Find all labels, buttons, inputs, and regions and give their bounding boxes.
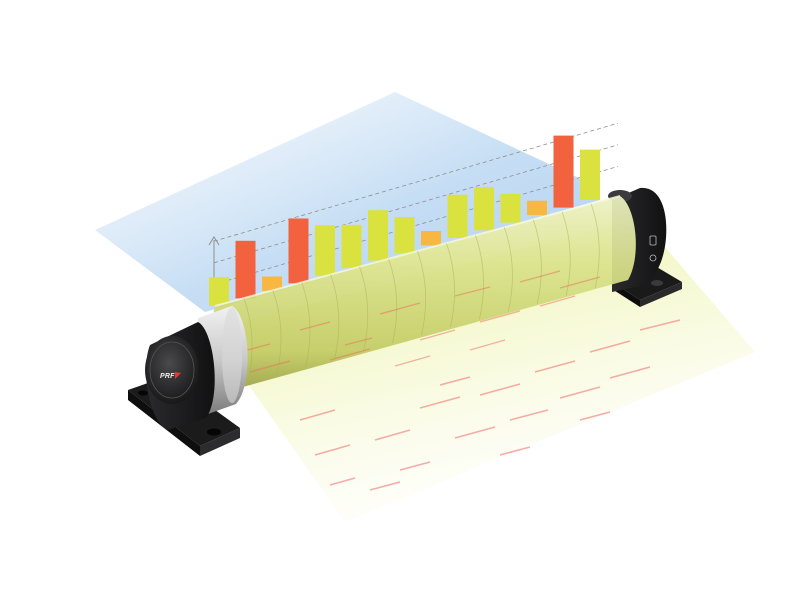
chart-bar xyxy=(262,276,282,291)
floor-defect-line xyxy=(299,409,336,421)
brand-logo: PRF xyxy=(160,372,181,380)
floor-defect-line xyxy=(454,426,496,439)
chart-bar xyxy=(209,277,229,306)
tube-defect-line xyxy=(249,360,291,373)
floor-defect-line xyxy=(439,376,471,386)
tube-defect-line xyxy=(559,276,601,289)
floor-defect-line xyxy=(374,429,411,441)
tube-defect-line xyxy=(344,337,373,346)
sensor-cap xyxy=(145,336,199,404)
tube-defect-line xyxy=(329,348,371,361)
floor-defect-line xyxy=(419,396,461,409)
threshold-line xyxy=(213,166,619,285)
floor-defect-line xyxy=(559,386,601,399)
tube-ring xyxy=(359,266,369,351)
floor-defect-line xyxy=(509,409,549,421)
tube-ring xyxy=(388,258,398,343)
tube-ring xyxy=(590,203,600,288)
tube-ring xyxy=(475,235,484,320)
tube-ring xyxy=(417,250,427,336)
tube-defect-line xyxy=(419,329,456,341)
tube-defect-line xyxy=(299,321,331,331)
tube-defect-line xyxy=(394,355,431,367)
floor-defect-line xyxy=(609,366,651,379)
tube-ring xyxy=(243,297,253,383)
tube-defect-line xyxy=(379,302,421,315)
right-mount-foot xyxy=(612,266,682,300)
defect-lines xyxy=(299,319,681,491)
floor-defect-line xyxy=(399,461,431,471)
tube-ring xyxy=(301,282,311,367)
floor-defect-line xyxy=(534,360,576,373)
tube-defect-line xyxy=(454,286,491,297)
tube-defect-line xyxy=(539,295,576,307)
chart-bar xyxy=(235,240,256,299)
tube-defect-line xyxy=(479,310,521,323)
chart-bar xyxy=(580,149,600,200)
floor-defect-line xyxy=(639,319,681,331)
tube-ring xyxy=(446,242,455,328)
chart-bar xyxy=(315,225,335,276)
left-sensor-head: PRF xyxy=(128,306,248,456)
floor-defect-line xyxy=(499,446,531,456)
chart-bar xyxy=(341,224,362,269)
chart-bar xyxy=(394,217,415,253)
connector-icon xyxy=(649,235,657,262)
floor-defect-line xyxy=(579,411,611,421)
threshold-line xyxy=(213,122,619,242)
chart-bar xyxy=(288,218,309,284)
floor-defect-line xyxy=(589,340,631,353)
roller-tube xyxy=(212,195,636,390)
chart-bar xyxy=(527,200,547,216)
chart-bar xyxy=(421,231,441,246)
chart-bar xyxy=(368,210,388,261)
chart-bar xyxy=(500,193,521,223)
tube-defect-line xyxy=(469,339,506,351)
tube-ring xyxy=(503,227,513,312)
tube-ring xyxy=(561,211,571,296)
blue-scan-light xyxy=(95,92,600,312)
floor-defect-line xyxy=(369,481,401,491)
chart-bar xyxy=(553,135,574,208)
floor-defect-line xyxy=(329,477,356,486)
tube-ring xyxy=(330,274,340,359)
chart-thresholds xyxy=(213,122,619,285)
svg-text:PRF: PRF xyxy=(160,373,175,380)
chart-bar xyxy=(474,187,494,231)
floor-defect-line xyxy=(314,444,351,456)
floor-defect-line xyxy=(479,383,521,396)
threshold-line xyxy=(213,144,619,264)
chart-bars xyxy=(209,135,600,306)
chart-bar xyxy=(447,194,468,238)
tube-ring xyxy=(532,219,542,304)
tube-defect-line xyxy=(519,270,561,283)
tube-ring xyxy=(272,290,282,375)
